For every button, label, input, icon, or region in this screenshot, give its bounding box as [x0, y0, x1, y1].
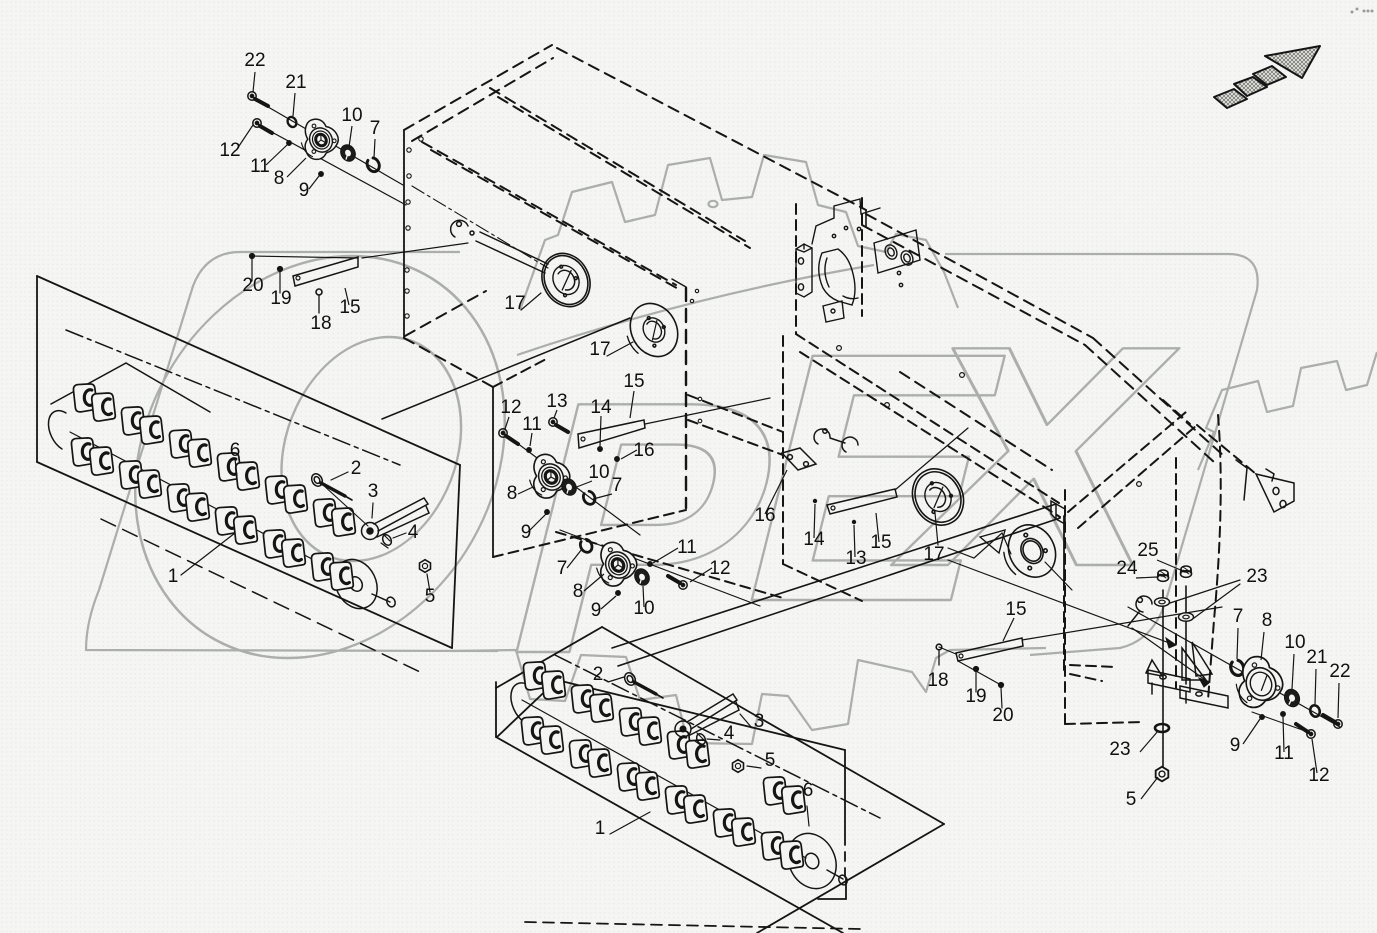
- svg-text:13: 13: [845, 548, 866, 569]
- svg-text:11: 11: [522, 414, 542, 435]
- svg-text:20: 20: [992, 705, 1013, 726]
- svg-text:12: 12: [1308, 765, 1329, 786]
- svg-text:11: 11: [250, 156, 270, 177]
- svg-text:6: 6: [803, 780, 814, 801]
- svg-text:8: 8: [1262, 610, 1273, 631]
- svg-text:16: 16: [633, 440, 654, 461]
- svg-text:22: 22: [1329, 661, 1350, 682]
- svg-text:5: 5: [425, 586, 436, 607]
- svg-text:4: 4: [724, 723, 735, 744]
- svg-text:2: 2: [593, 664, 604, 685]
- svg-text:9: 9: [299, 180, 310, 201]
- svg-text:10: 10: [1284, 632, 1305, 653]
- svg-text:15: 15: [870, 532, 891, 553]
- svg-text:17: 17: [589, 339, 610, 360]
- svg-text:22: 22: [244, 50, 265, 71]
- svg-text:3: 3: [754, 711, 765, 732]
- svg-text:4: 4: [408, 522, 419, 543]
- svg-text:8: 8: [573, 581, 584, 602]
- svg-text:12: 12: [709, 558, 730, 579]
- svg-text:2: 2: [351, 458, 362, 479]
- svg-text:23: 23: [1109, 739, 1130, 760]
- svg-text:20: 20: [242, 275, 263, 296]
- svg-text:12: 12: [500, 397, 521, 418]
- svg-text:15: 15: [339, 297, 360, 318]
- svg-text:8: 8: [507, 483, 518, 504]
- svg-text:15: 15: [1005, 599, 1026, 620]
- svg-text:10: 10: [588, 462, 609, 483]
- svg-text:5: 5: [1126, 789, 1137, 810]
- svg-text:10: 10: [633, 598, 654, 619]
- svg-text:18: 18: [927, 670, 948, 691]
- svg-text:13: 13: [546, 391, 567, 412]
- svg-text:19: 19: [270, 288, 291, 309]
- svg-text:7: 7: [370, 118, 381, 139]
- svg-text:12: 12: [219, 140, 240, 161]
- svg-text:15: 15: [623, 371, 644, 392]
- svg-text:7: 7: [557, 558, 568, 579]
- svg-text:16: 16: [754, 505, 775, 526]
- svg-text:21: 21: [1306, 647, 1327, 668]
- svg-text:3: 3: [368, 481, 379, 502]
- svg-text:24: 24: [1116, 558, 1138, 579]
- svg-text:21: 21: [285, 72, 306, 93]
- svg-text:1: 1: [595, 818, 606, 839]
- svg-text:5: 5: [765, 750, 776, 771]
- svg-text:19: 19: [965, 686, 986, 707]
- svg-text:25: 25: [1137, 540, 1158, 561]
- svg-text:17: 17: [923, 544, 944, 565]
- svg-text:10: 10: [341, 105, 362, 126]
- svg-text:7: 7: [1233, 606, 1244, 627]
- svg-text:8: 8: [274, 168, 285, 189]
- svg-text:9: 9: [1230, 735, 1241, 756]
- svg-text:11: 11: [1274, 743, 1294, 764]
- svg-text:6: 6: [230, 440, 241, 461]
- svg-text:14: 14: [590, 397, 612, 418]
- svg-text:9: 9: [591, 600, 602, 621]
- svg-text:7: 7: [612, 475, 623, 496]
- svg-text:14: 14: [803, 529, 825, 550]
- svg-text:9: 9: [521, 522, 532, 543]
- svg-text:11: 11: [677, 537, 697, 558]
- svg-text:23: 23: [1246, 566, 1267, 587]
- svg-text:1: 1: [168, 566, 179, 587]
- svg-text:18: 18: [310, 313, 331, 334]
- svg-text:17: 17: [504, 293, 525, 314]
